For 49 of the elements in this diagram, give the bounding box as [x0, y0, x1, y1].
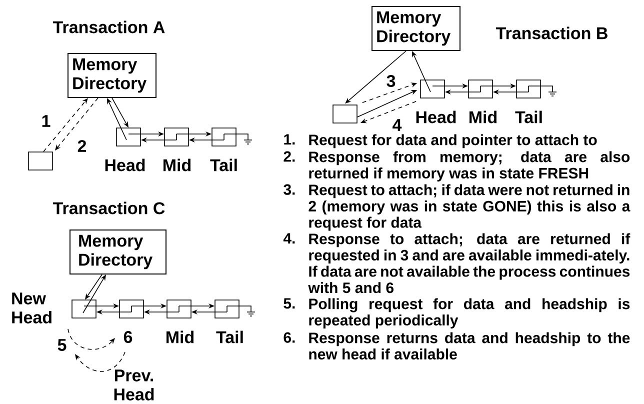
edge-label: 6 — [122, 330, 134, 344]
item-number: 5. — [284, 298, 295, 309]
node-label: Mid — [166, 330, 194, 344]
list-node-box — [164, 128, 189, 146]
note-text: Response to attach; data are returned if requested in 3 and are available immedi-ately. If data are not available the process continues with 5 and 6 — [308, 233, 630, 294]
edge-label: 5 — [56, 338, 68, 352]
edge-label: 1 — [40, 114, 52, 128]
item-number: 4. — [283, 233, 295, 244]
note-text: Request to attach; if data were not returned in 2 (memory was in state GONE) this is also a request for data — [308, 184, 630, 231]
edge-label: 4 — [391, 118, 403, 132]
list-node-box — [72, 300, 96, 318]
item-number: 2. — [284, 151, 295, 162]
edge-label: 2 — [76, 139, 88, 153]
section-heading: Transaction A — [52, 20, 165, 34]
list-node-box — [119, 300, 144, 318]
list-node-box — [166, 300, 192, 318]
node-label: Tail — [210, 158, 237, 172]
list-node-box — [420, 80, 445, 98]
item-number: 1. — [284, 134, 295, 145]
item-number: 6. — [284, 332, 295, 343]
node-label: Head — [416, 110, 456, 124]
list-node-box — [116, 128, 141, 146]
list-node-box — [516, 80, 541, 98]
note-text: Polling request for data and headship is repeated periodically — [309, 298, 630, 328]
section-heading: Transaction C — [52, 202, 165, 214]
node-label: New Head — [12, 292, 52, 324]
item-number: 3. — [284, 184, 295, 195]
note-text: Response returns data and headship to the new head if available — [309, 332, 630, 360]
requester-box — [332, 104, 358, 124]
directory-box: Memory Directory — [70, 230, 166, 274]
node-label: Mid — [470, 110, 497, 124]
node-label: Mid — [164, 158, 191, 172]
directory-box: Memory Directory — [68, 53, 156, 98]
edge-label: 3 — [385, 74, 397, 88]
note-text: Request for data and pointer to attach to — [309, 134, 597, 148]
arrow — [43, 98, 88, 152]
node-label: Tail — [216, 330, 243, 344]
arrow — [68, 328, 115, 350]
requester-box — [28, 152, 53, 170]
list-node-box — [214, 300, 240, 318]
node-label: Prev. Head — [114, 370, 154, 400]
section-heading: Transaction B — [496, 26, 608, 40]
list-node-box — [212, 128, 236, 146]
arrow — [75, 352, 126, 372]
note-text: Response from memory; data are also returned if memory was in state FRESH — [309, 151, 630, 182]
node-label: Tail — [515, 110, 542, 124]
directory-box: Memory Directory — [372, 6, 460, 51]
list-node-box — [468, 80, 493, 98]
node-label: Head — [105, 158, 145, 172]
